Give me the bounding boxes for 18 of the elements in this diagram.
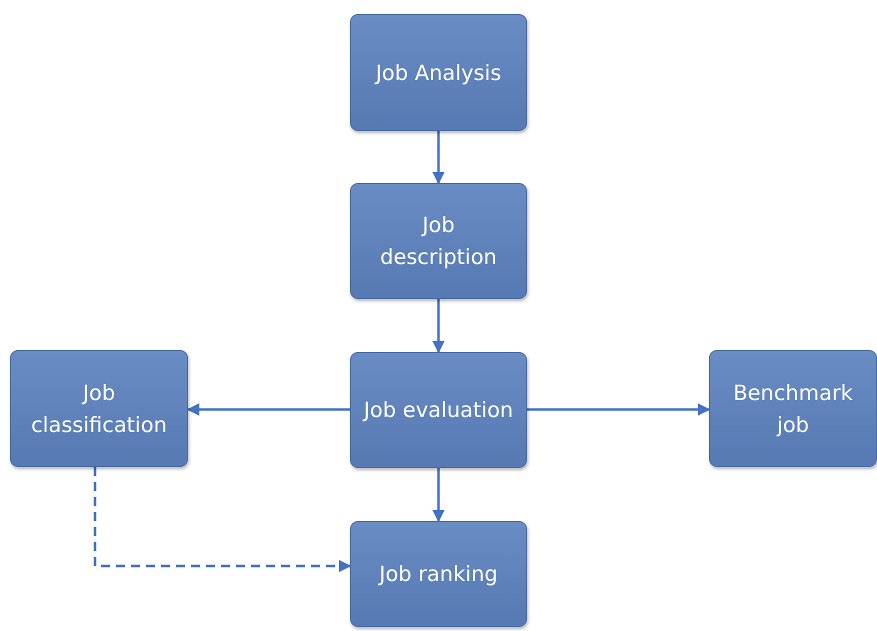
process-box <box>350 14 527 131</box>
arrow <box>186 403 350 416</box>
box-label: Job classification <box>30 380 168 438</box>
arrow <box>432 468 445 522</box>
arrow <box>432 299 445 354</box>
process-box <box>350 521 527 627</box>
arrow <box>94 467 352 572</box>
box-label: Job ranking <box>379 561 498 588</box>
arrow <box>527 403 710 416</box>
arrow <box>432 131 445 184</box>
process-box <box>350 352 527 468</box>
box-label: Job evaluation <box>364 397 514 424</box>
box-label: Job Analysis <box>376 60 502 86</box>
process-box <box>350 183 527 299</box>
process-box <box>10 350 188 467</box>
box-label: Benchmark job <box>732 380 854 438</box>
process-box <box>709 350 877 467</box>
box-label: Job description <box>379 212 498 271</box>
